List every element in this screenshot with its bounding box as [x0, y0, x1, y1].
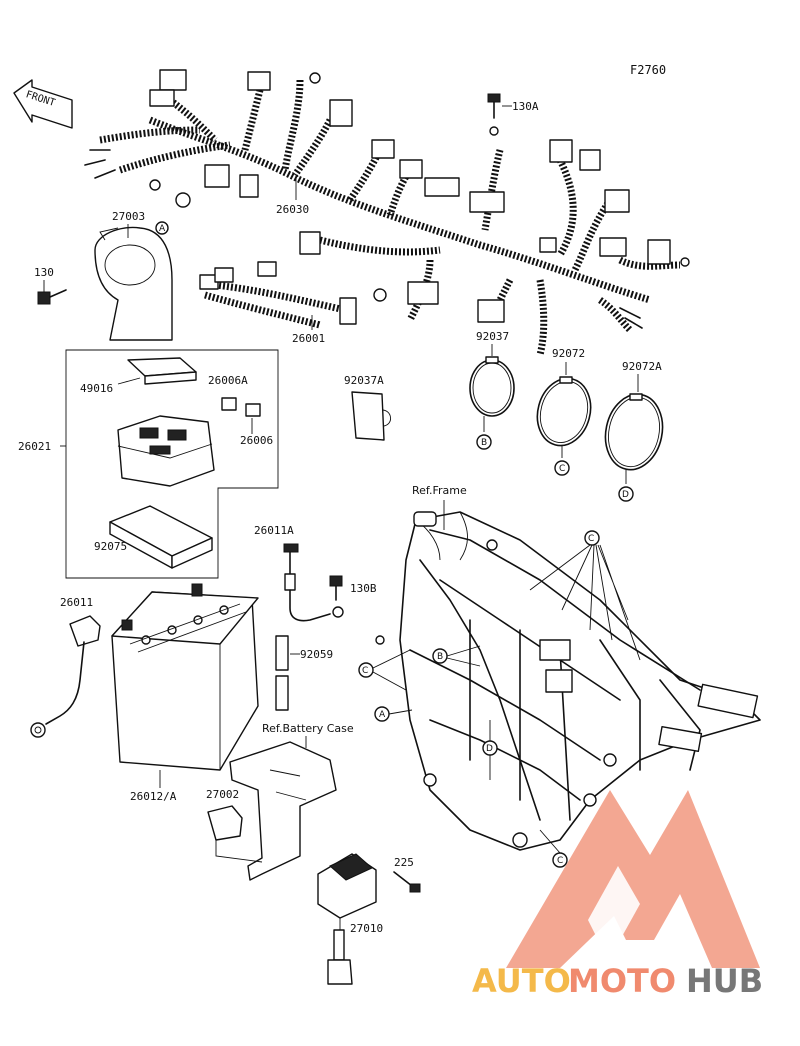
battery-26012a-drawing: [111, 583, 259, 771]
cable-26011a-drawing: [283, 543, 344, 622]
fuse-26006a-drawing: [221, 397, 261, 417]
watermark-hub: HUB: [686, 962, 763, 1000]
part-label-27010: 27010: [350, 922, 383, 935]
band-92072a-drawing: D: [604, 393, 664, 502]
callout-b-band: B: [481, 438, 487, 448]
regulator-27010-drawing: [317, 853, 377, 985]
main-harness-drawing: [99, 79, 681, 356]
fuse-box-body-drawing: [117, 415, 215, 487]
callout-c-frame-bottom: C: [557, 856, 563, 866]
ref-frame: Ref.Frame: [412, 484, 467, 497]
callout-d-frame: D: [486, 744, 493, 754]
watermark-brand: AUTO MOTO HUB: [472, 962, 763, 1000]
watermark-moto: MOTO: [568, 962, 676, 1000]
front-arrow-icon: FRONT: [13, 79, 73, 129]
clip-92037a-drawing: [351, 391, 391, 441]
part-label-26001: 26001: [292, 332, 325, 345]
fuse-cover-49016-drawing: [117, 357, 197, 385]
callout-b-frame: B: [437, 652, 443, 662]
watermark-auto: AUTO: [472, 962, 571, 1000]
callout-c-frame-top: C: [588, 534, 594, 544]
frame-drawing: [375, 511, 761, 851]
part-label-26030: 26030: [276, 203, 309, 216]
callout-a-frame: A: [379, 710, 386, 720]
bolt-130a-drawing: [487, 93, 512, 136]
part-label-92059: 92059: [300, 648, 333, 661]
part-label-130b: 130B: [350, 582, 377, 595]
bolt-130b-drawing: [329, 575, 343, 601]
figure-code: F2760: [630, 63, 666, 77]
battery-case-bracket-drawing: [229, 736, 337, 881]
part-label-92072: 92072: [552, 347, 585, 360]
frame-callouts: C B C A D C: [358, 530, 641, 868]
part-label-26011: 26011: [60, 596, 93, 609]
part-label-130a: 130A: [512, 100, 539, 113]
bolt-130-drawing: [37, 289, 67, 305]
band-92037-drawing: B: [469, 356, 515, 450]
horn-27003-drawing: A: [94, 221, 173, 341]
part-label-26011a: 26011A: [254, 524, 294, 537]
callout-d-band: D: [622, 490, 629, 500]
callout-c-frame-left: C: [362, 666, 368, 676]
harness-connectors: [84, 69, 690, 329]
part-label-26012a: 26012/A: [130, 790, 177, 803]
band-92072-drawing: C: [536, 376, 592, 476]
fuse-box-group: [60, 349, 279, 579]
part-label-92037: 92037: [476, 330, 509, 343]
part-label-92037a: 92037A: [344, 374, 384, 387]
cable-26011-drawing: [30, 615, 101, 738]
part-label-26006: 26006: [240, 434, 273, 447]
part-label-225: 225: [394, 856, 414, 869]
part-label-27003: 27003: [112, 210, 145, 223]
part-label-49016: 49016: [80, 382, 113, 395]
callout-c-band: C: [559, 464, 565, 474]
part-label-26021: 26021: [18, 440, 51, 453]
part-label-92075: 92075: [94, 540, 127, 553]
pad-92075-drawing: [109, 505, 213, 569]
ref-battery-case: Ref.Battery Case: [262, 722, 354, 735]
part-label-130: 130: [34, 266, 54, 279]
part-label-26006a: 26006A: [208, 374, 248, 387]
tube-92059-drawing: [275, 635, 300, 711]
relay-27002-drawing: [207, 805, 263, 863]
watermark-logo: [506, 790, 760, 968]
part-label-27002: 27002: [206, 788, 239, 801]
part-label-92072a: 92072A: [622, 360, 662, 373]
bolt-225-drawing: [393, 871, 421, 893]
callout-a-horn: A: [159, 224, 166, 234]
